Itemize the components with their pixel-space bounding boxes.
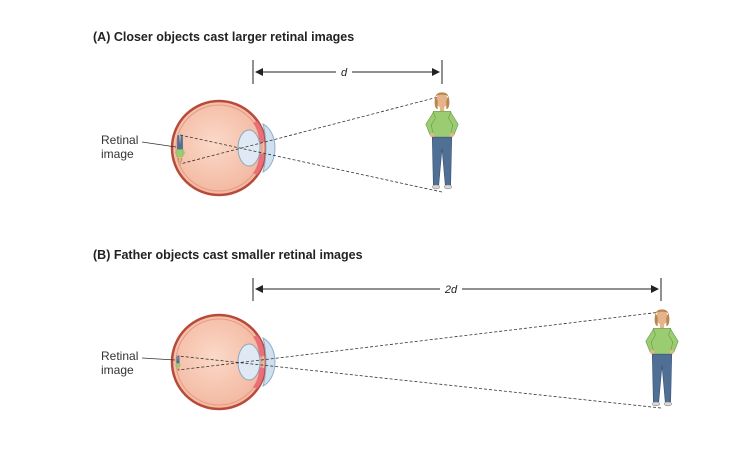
woman-figure	[645, 308, 679, 407]
panel-b-title: (B) Father objects cast smaller retinal …	[93, 248, 363, 262]
panel-b-retinal-label: Retinal image	[101, 349, 138, 377]
ray-bottom	[177, 355, 662, 409]
panel-a-retinal-label: Retinal image	[101, 133, 138, 161]
woman-figure	[425, 91, 459, 190]
eye	[170, 313, 277, 411]
retinal-label-line1: Retinal	[101, 133, 139, 147]
retinal-label-line2: image	[101, 147, 134, 161]
ray-top	[177, 311, 662, 371]
ray-top	[179, 95, 443, 165]
distance-label: d	[341, 67, 348, 79]
retinal-label-line1: Retinal	[101, 349, 139, 363]
eye	[170, 99, 277, 197]
panel-a-title: (A) Closer objects cast larger retinal i…	[93, 30, 355, 44]
panel-a: d	[141, 60, 459, 197]
panel-b: 2d	[141, 278, 679, 411]
retinal-label-pointer	[141, 357, 176, 361]
distance-label: 2d	[444, 284, 458, 296]
retinal-label-line2: image	[101, 363, 134, 377]
retinal-label-pointer	[141, 141, 177, 148]
